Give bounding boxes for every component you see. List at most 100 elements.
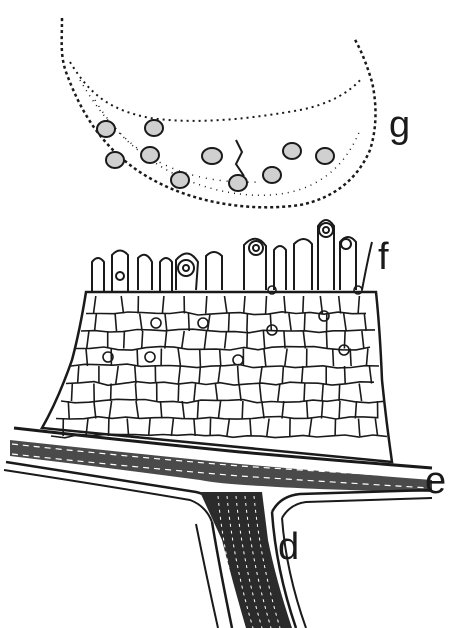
cell-wall [304, 384, 305, 402]
cell-wall [362, 331, 364, 349]
nucleus [316, 148, 334, 164]
cell-wall [197, 401, 198, 419]
structure-g-crack [236, 140, 244, 176]
cell-wall [182, 331, 185, 349]
cell-wall [345, 366, 346, 384]
cell-wall [218, 401, 220, 419]
cell-wall-row [56, 417, 378, 420]
cell-wall [350, 349, 351, 367]
cell-tip-nucleus [319, 223, 333, 237]
cell-wall [339, 401, 340, 419]
cell-wall [165, 331, 167, 349]
cell-wall [215, 384, 217, 402]
cell-wall [242, 401, 243, 419]
tissue-nucleus [198, 318, 208, 328]
cell-wall [282, 401, 284, 419]
cell-wall [124, 331, 125, 349]
nucleus [229, 175, 247, 191]
cell-tip-nucleus [323, 227, 329, 233]
cell-wall [263, 331, 264, 349]
palisade-cell [206, 252, 222, 290]
structure-g [62, 18, 376, 207]
cell-wall [194, 419, 195, 437]
cell-wall [303, 296, 304, 314]
cell-tip-nucleus [183, 265, 189, 271]
label-e: e [425, 462, 446, 500]
cell-wall [229, 314, 230, 332]
cell-wall [326, 331, 327, 349]
tissue-nucleus [151, 318, 161, 328]
cell-wall [285, 349, 287, 367]
nucleus [145, 120, 163, 136]
cell-wall [238, 366, 239, 384]
cell-tip-nucleus [341, 239, 351, 249]
cell-wall [244, 296, 245, 314]
cell-wall [264, 349, 266, 367]
cell-wall [322, 384, 323, 402]
cell-wall [225, 331, 227, 349]
cell-wall [225, 296, 228, 314]
structure-f [92, 220, 372, 292]
cell-wall [109, 401, 112, 419]
cell-wall [189, 314, 190, 332]
cell-wall [111, 384, 112, 402]
cell-wall [171, 419, 173, 437]
cell-wall [289, 314, 291, 332]
cell-wall [78, 366, 79, 384]
cell-wall [358, 296, 359, 314]
band-outer-line-4 [282, 498, 432, 518]
tissue-nucleus [145, 352, 155, 362]
cell-wall [178, 384, 179, 402]
cell-wall [115, 314, 116, 332]
cell-wall-row [76, 347, 370, 351]
nucleus [263, 167, 281, 183]
palisade-cell [362, 242, 372, 290]
palisade-cell [92, 258, 104, 292]
structure-g-inner-edge [70, 62, 362, 121]
cell-wall [161, 401, 162, 419]
cell-wall [121, 296, 123, 314]
cell-wall-row [86, 312, 366, 315]
cell-wall [309, 419, 311, 437]
cell-wall [307, 401, 308, 419]
palisade-cell [138, 255, 152, 290]
cell-wall [200, 349, 201, 367]
structure-g-stipple-2 [95, 100, 260, 182]
cell-wall [137, 349, 138, 367]
cell-wall [262, 401, 264, 419]
cell-wall [333, 349, 334, 367]
cell-wall [369, 366, 371, 384]
cell-wall [142, 331, 143, 349]
label-d: d [278, 528, 299, 566]
structure-g-outline [62, 18, 376, 207]
cell-wall [239, 384, 241, 402]
cell-wall [116, 366, 118, 384]
cell-wall-row [61, 399, 383, 403]
cell-wall [364, 314, 366, 332]
cell-wall [250, 419, 251, 437]
cell-wall [199, 366, 200, 384]
palisade-cell [274, 246, 286, 290]
cell-tip-nucleus [253, 245, 259, 251]
cell-wall [304, 314, 305, 332]
cell-wall [339, 384, 340, 402]
structure-g-stipple-1 [80, 80, 360, 195]
cell-wall [278, 384, 280, 402]
nucleus [171, 172, 189, 188]
cell-wall [247, 314, 248, 332]
cell-wall [282, 366, 283, 384]
cell-wall [135, 384, 136, 402]
nucleus [141, 147, 159, 163]
cell-wall [162, 296, 164, 314]
cell-wall [94, 296, 96, 314]
tissue-cell-grid [51, 296, 387, 438]
label-f: f [378, 238, 389, 276]
nucleus [283, 143, 301, 159]
cell-wall [227, 419, 230, 437]
cell-wall [260, 366, 262, 384]
cell-wall [178, 366, 180, 384]
cell-wall [284, 331, 285, 349]
cell-wall [136, 401, 139, 419]
cell-wall [375, 419, 377, 437]
cell-wall [355, 401, 356, 419]
